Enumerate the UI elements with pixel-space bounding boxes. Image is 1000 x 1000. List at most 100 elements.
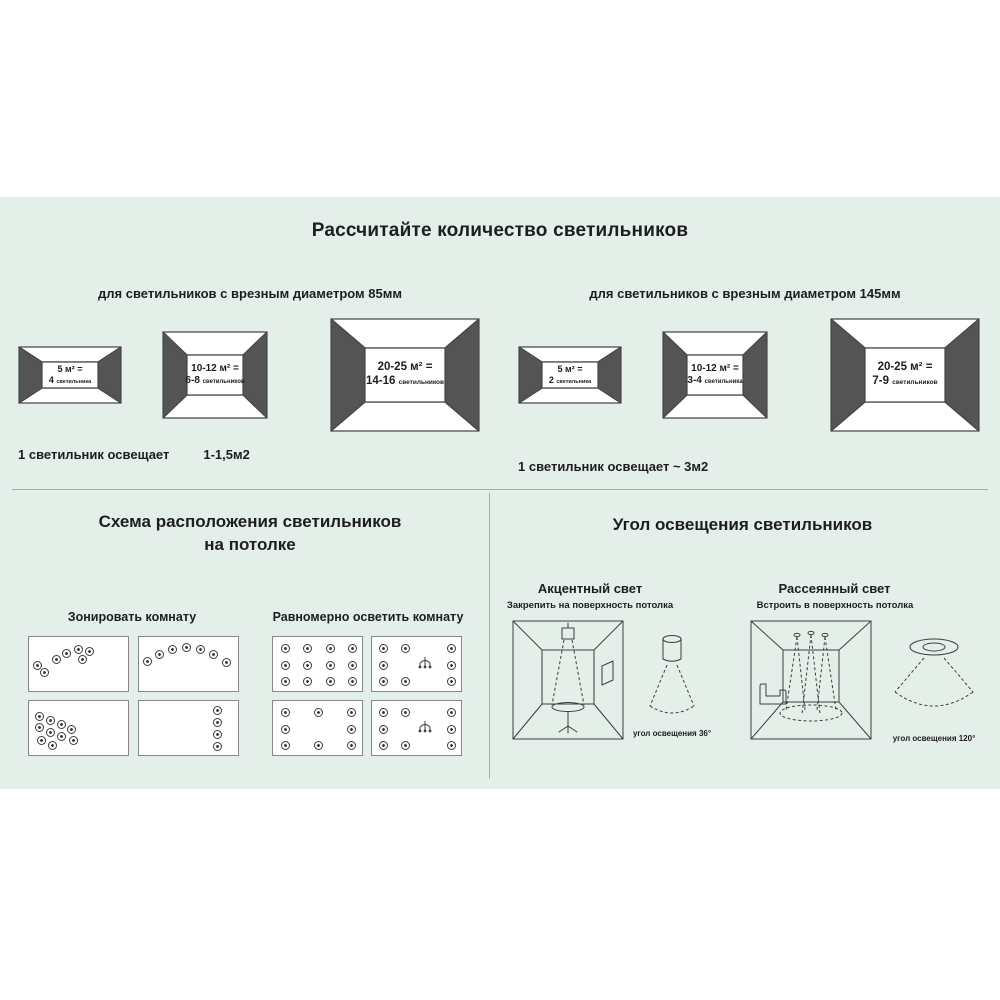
light-dot-icon	[347, 644, 357, 654]
accent-room-sketch	[512, 620, 624, 740]
light-dot-icon	[379, 676, 389, 686]
ceiling-diagram-85-large: 20-25 м² = 14-16 светильников	[330, 318, 480, 432]
downlight-cone-icon	[649, 635, 695, 714]
vertical-divider	[489, 493, 490, 779]
ceiling-label: 5 м² = 2 светильника	[548, 364, 592, 385]
light-dot-icon	[379, 724, 389, 734]
light-dot-icon	[62, 648, 72, 658]
light-dot-icon	[314, 740, 323, 750]
light-dot-icon	[221, 657, 231, 667]
diffuse-light-title: Рассеянный свет	[778, 581, 891, 596]
accent-light-subtitle: Закрепить на поверхность потолка	[506, 600, 674, 611]
ceiling-perspective-icon	[830, 318, 980, 432]
accent-angle-caption: угол освещения 36°	[632, 729, 712, 738]
light-dot-icon	[143, 657, 153, 667]
light-dot-icon	[379, 708, 389, 718]
light-dot-icon	[346, 708, 356, 718]
diffuse-angle-caption: угол освещения 120°	[892, 734, 976, 743]
light-dot-icon	[379, 660, 389, 670]
room-perspective-icon	[750, 620, 872, 740]
light-dot-icon	[212, 706, 222, 716]
light-dot-icon	[281, 724, 291, 734]
light-dot-icon	[69, 736, 79, 746]
light-dot-icon	[446, 660, 456, 670]
light-dot-icon	[57, 732, 67, 742]
narrow-beam-light-icon	[636, 632, 708, 726]
uniform-heading: Равномерно осветить комнату	[272, 610, 464, 624]
light-dot-icon	[379, 740, 389, 750]
light-dot-icon	[46, 727, 56, 737]
wide-beam-light-icon	[888, 634, 980, 726]
zoning-room-card	[138, 700, 239, 756]
layout-section-title: Схема расположения светильников на потол…	[98, 512, 402, 554]
light-dot-icon	[48, 740, 58, 750]
light-dot-icon	[74, 645, 83, 655]
light-dot-icon	[446, 708, 456, 718]
light-dot-icon	[67, 724, 77, 734]
light-dot-icon	[400, 740, 410, 750]
light-dot-icon	[400, 708, 410, 718]
light-dot-icon	[52, 655, 62, 665]
chandelier-icon	[418, 721, 432, 733]
ceiling-label: 10-12 м² = 6-8 светильников	[185, 363, 245, 386]
light-dot-icon	[35, 723, 45, 733]
ceiling-diagram-85-small: 5 м² = 4 светильника	[18, 346, 122, 404]
light-dot-icon	[325, 644, 335, 654]
uniform-room-card	[272, 636, 363, 692]
ceiling-label: 20-25 м² = 7-9 светильников	[872, 361, 938, 387]
group-heading-85mm: для светильников с врезным диаметром 85м…	[98, 286, 402, 301]
ceiling-label: 10-12 м² = 3-4 светильника	[687, 363, 743, 386]
chandelier-icon	[418, 657, 432, 669]
page-title: Рассчитайте количество светильников	[311, 220, 689, 241]
light-dot-icon	[212, 729, 222, 739]
light-dot-icon	[77, 655, 87, 665]
light-dot-icon	[346, 740, 356, 750]
light-dot-icon	[379, 644, 389, 654]
footnote-145mm: 1 светильник освещает ~ 3м2	[518, 459, 709, 474]
uniform-room-card	[371, 700, 462, 756]
light-dot-icon	[347, 660, 357, 670]
light-dot-icon	[325, 676, 335, 686]
zoning-room-card	[138, 636, 239, 692]
light-dot-icon	[446, 644, 456, 654]
light-dot-icon	[281, 708, 291, 718]
light-dot-icon	[37, 736, 47, 746]
light-dot-icon	[212, 741, 222, 751]
diffuse-light-subtitle: Встроить в поверхность потолка	[756, 600, 914, 611]
ceiling-diagram-145-small: 5 м² = 2 светильника	[518, 346, 622, 404]
light-dot-icon	[400, 676, 410, 686]
ceiling-label: 5 м² = 4 светильника	[48, 364, 92, 385]
light-dot-icon	[84, 647, 94, 656]
ceiling-diagram-85-medium: 10-12 м² = 6-8 светильников	[162, 331, 268, 419]
uniform-room-card	[371, 636, 462, 692]
light-dot-icon	[446, 676, 456, 686]
light-dot-icon	[46, 715, 56, 725]
light-dot-icon	[208, 650, 218, 660]
angle-section-title: Угол освещения светильников	[612, 515, 873, 534]
light-dot-icon	[400, 644, 410, 654]
ceiling-perspective-icon	[162, 331, 268, 419]
light-dot-icon	[281, 676, 291, 686]
uniform-room-card	[272, 700, 363, 756]
light-dot-icon	[314, 708, 323, 718]
light-dot-icon	[195, 645, 205, 655]
zoning-room-card	[28, 636, 129, 692]
ceiling-diagram-145-large: 20-25 м² = 7-9 светильников	[830, 318, 980, 432]
ceiling-perspective-icon	[662, 331, 768, 419]
light-dot-icon	[346, 724, 356, 734]
recessed-light-cone-icon	[894, 638, 974, 707]
accent-light-title: Акцентный свет	[537, 581, 643, 596]
horizontal-divider	[12, 489, 988, 490]
light-dot-icon	[155, 649, 165, 659]
light-dot-icon	[35, 711, 45, 721]
ceiling-perspective-icon	[330, 318, 480, 432]
light-dot-icon	[446, 724, 456, 734]
ceiling-diagram-145-medium: 10-12 м² = 3-4 светильника	[662, 331, 768, 419]
light-dot-icon	[40, 667, 50, 677]
zoning-room-card	[28, 700, 129, 756]
light-dot-icon	[168, 644, 178, 654]
light-dot-icon	[182, 643, 192, 653]
light-dot-icon	[325, 660, 335, 670]
light-dot-icon	[281, 660, 291, 670]
